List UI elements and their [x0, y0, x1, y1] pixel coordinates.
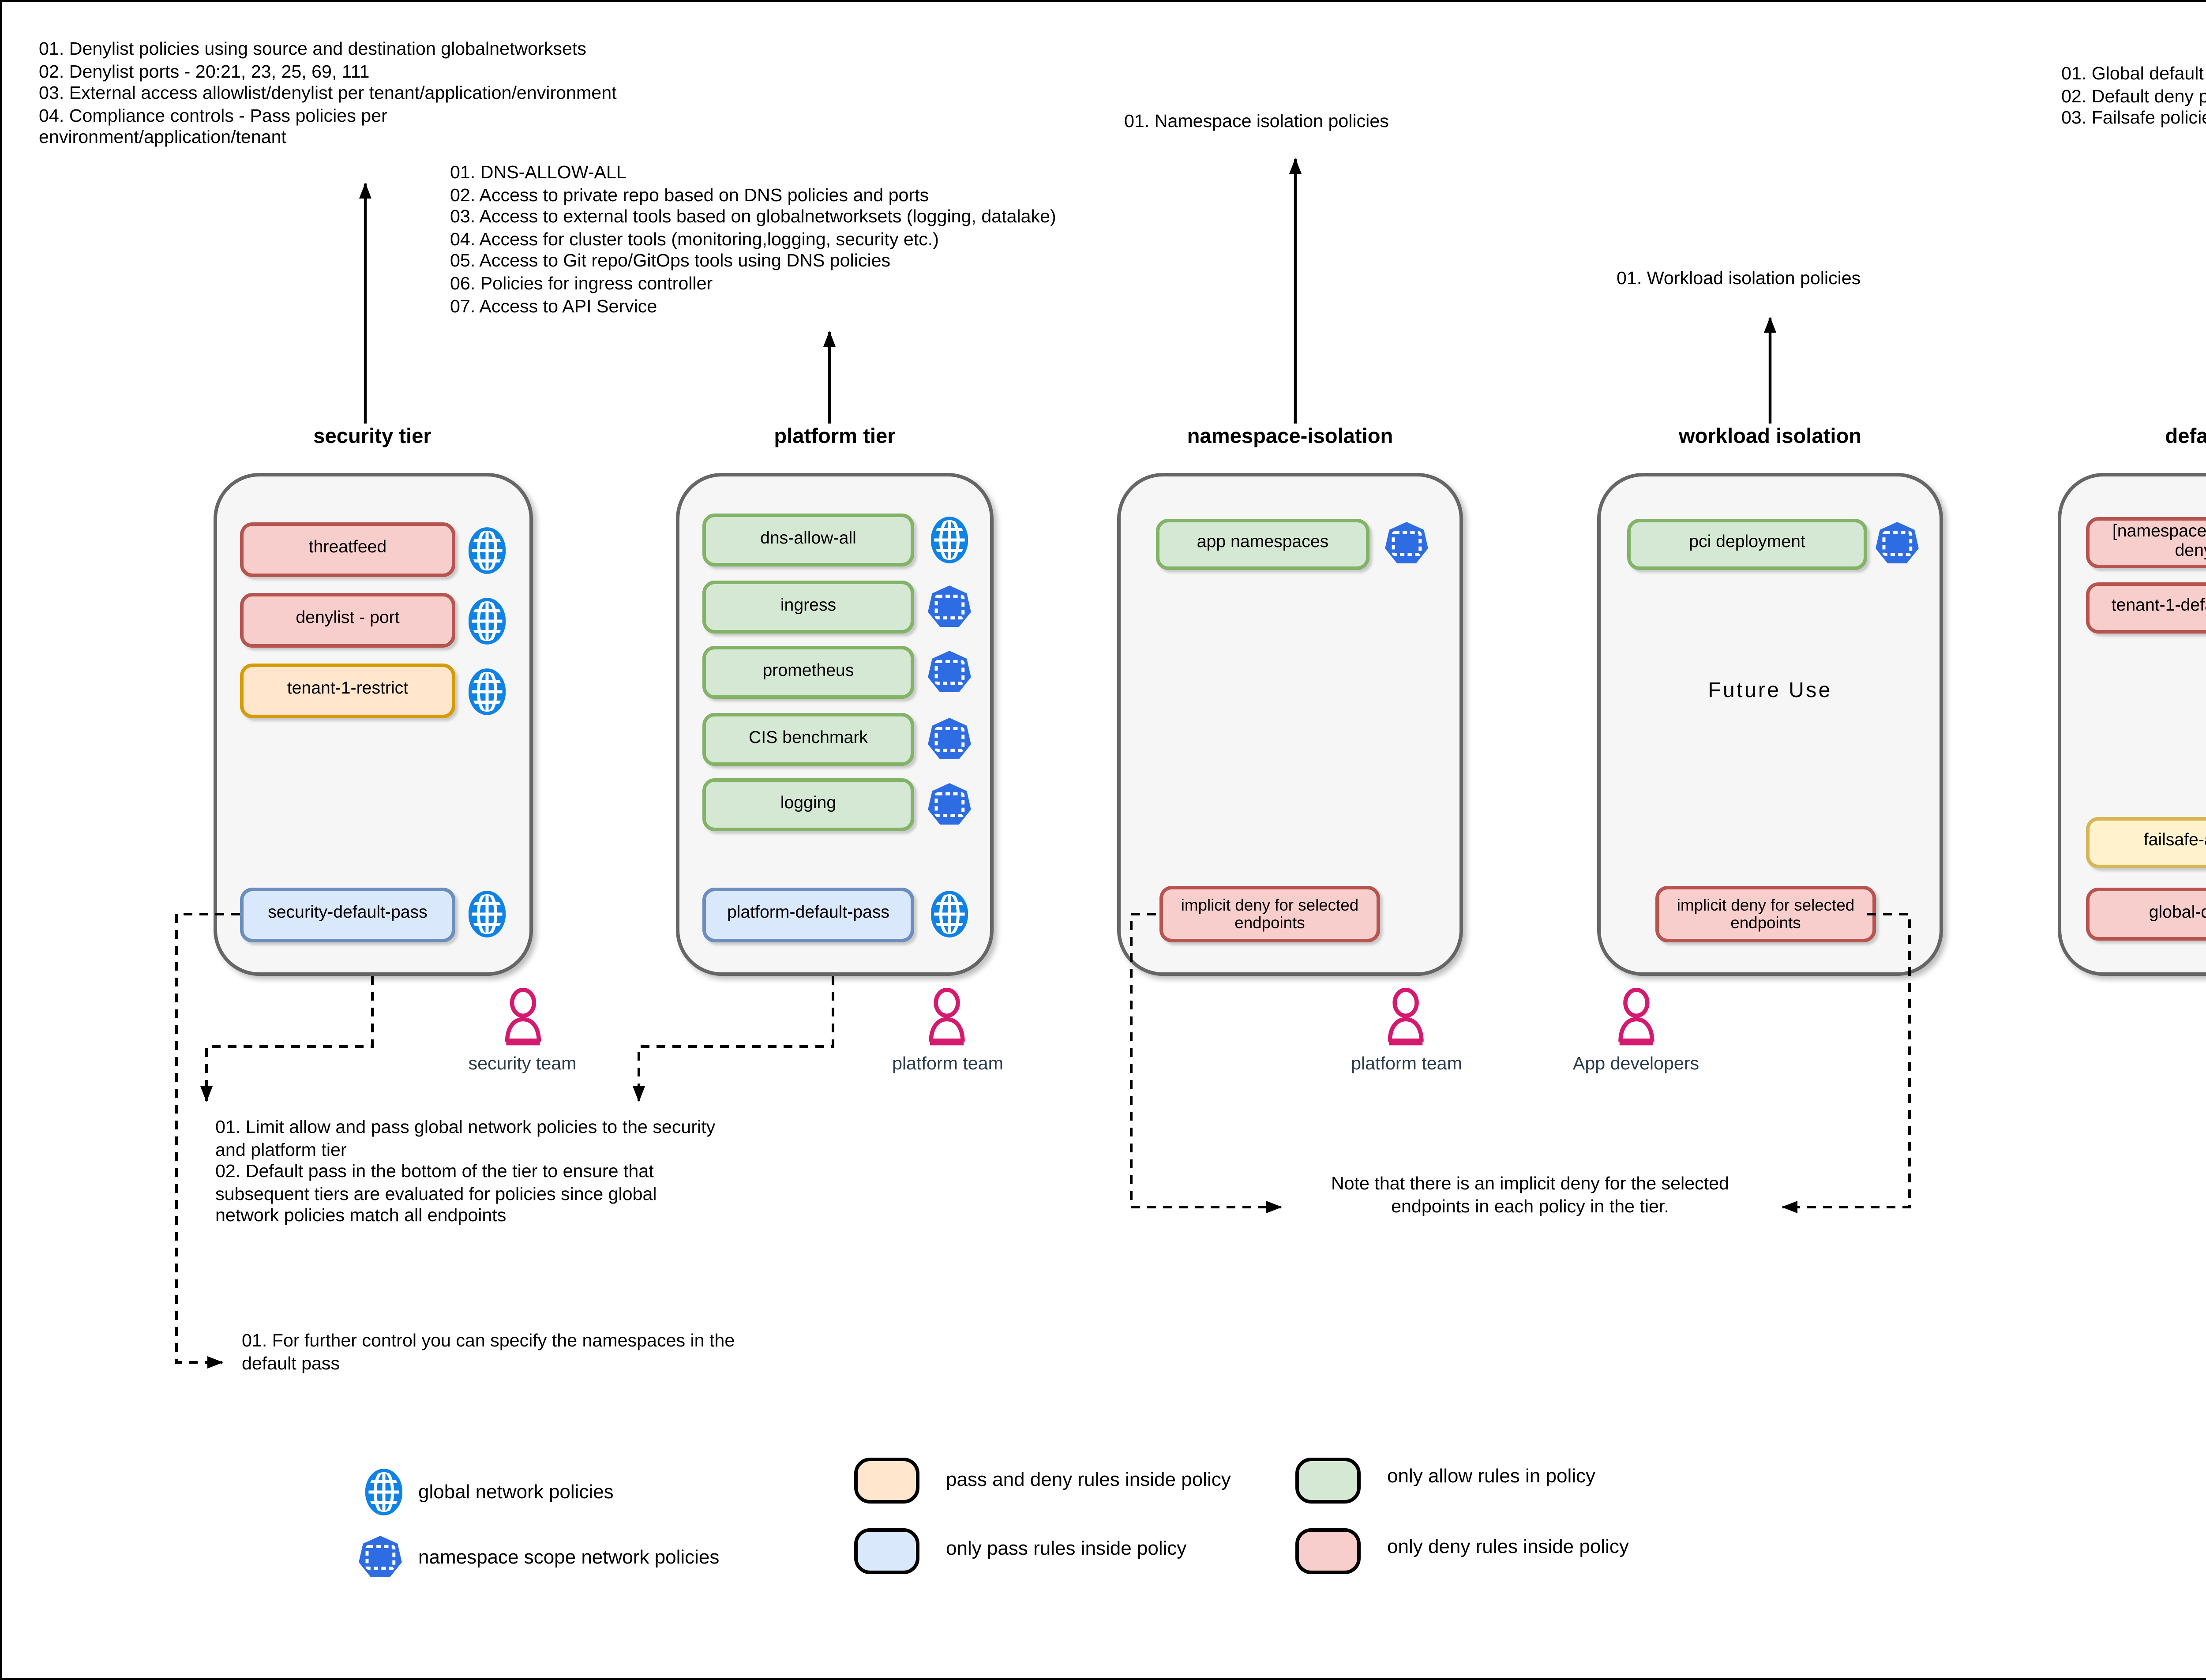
- legend-swatch-only-allow: [1295, 1458, 1361, 1504]
- tier-title-platform: platform tier: [774, 424, 896, 448]
- policy-threatfeed: threatfeed: [240, 522, 455, 577]
- team-label: platform team: [892, 1055, 1003, 1075]
- future-use-label: Future Use: [1708, 678, 1832, 702]
- security-tier-annotation: 01. Denylist policies using source and d…: [39, 41, 617, 149]
- person-icon: [1385, 988, 1428, 1046]
- team-label: App developers: [1572, 1055, 1700, 1075]
- namespace-policy-icon: [927, 650, 972, 694]
- team-app-developers: App developers: [1573, 988, 1699, 1075]
- default-tier-annotation: 01. Global default deny 02. Default deny…: [2061, 65, 2206, 129]
- person-icon: [927, 988, 969, 1046]
- team-label: platform team: [1351, 1055, 1462, 1075]
- legend-only-pass-label: only pass rules inside policy: [946, 1539, 1187, 1560]
- namespace-policy-icon: [1875, 521, 1919, 566]
- platform-tier-annotation: 01. DNS-ALLOW-ALL 02. Access to private …: [450, 164, 1056, 317]
- legend-global-policy-icon: [365, 1468, 402, 1516]
- policy-implicit-deny-workload: implicit deny for selected endpoints: [1655, 886, 1876, 942]
- team-label: security team: [468, 1055, 577, 1075]
- policy-app-namespaces: app namespaces: [1156, 519, 1369, 570]
- policy-namespace-default-deny: [namespace]-default-deny: [2086, 517, 2206, 568]
- team-security-1: security team: [468, 988, 577, 1075]
- tier-title-security: security tier: [313, 424, 431, 448]
- policy-prometheus: prometheus: [702, 646, 914, 699]
- legend-pass-deny-label: pass and deny rules inside policy: [946, 1470, 1231, 1491]
- namespace-policy-icon: [927, 783, 972, 827]
- tier-title-default: default tier: [2165, 424, 2206, 448]
- team-platform-1: platform team: [892, 988, 1003, 1075]
- note-further-control: 01. For further control you can specify …: [242, 1332, 735, 1374]
- policy-pci-deployment: pci deployment: [1627, 519, 1867, 570]
- person-icon: [1615, 988, 1657, 1046]
- legend-namespace-policy-label: namespace scope network policies: [418, 1548, 720, 1569]
- global-network-policy-icon: [469, 597, 506, 645]
- namespace-policy-icon: [927, 585, 972, 629]
- policy-dns-allow-all: dns-allow-all: [702, 514, 914, 566]
- policy-tenant-1-default-deny: tenant-1-default-deny: [2086, 582, 2206, 634]
- person-icon: [501, 988, 544, 1046]
- global-network-policy-icon: [931, 516, 968, 564]
- policy-security-default-pass: security-default-pass: [240, 888, 455, 942]
- team-platform-2: platform team: [1351, 988, 1462, 1075]
- note-implicit-deny: Note that there is an implicit deny for …: [1331, 1175, 1729, 1217]
- policy-platform-default-pass: platform-default-pass: [702, 888, 914, 942]
- tier-title-workload-isolation: workload isolation: [1678, 424, 1862, 448]
- global-network-policy-icon: [931, 890, 968, 938]
- policy-cis-benchmark: CIS benchmark: [702, 713, 914, 766]
- policy-ingress: ingress: [702, 581, 914, 634]
- legend-swatch-only-deny: [1295, 1528, 1361, 1574]
- namespace-policy-icon: [927, 717, 972, 761]
- legend-only-allow-label: only allow rules in policy: [1387, 1466, 1595, 1488]
- legend-swatch-pass-deny: [854, 1458, 919, 1504]
- note-limit-allow-pass: 01. Limit allow and pass global network …: [215, 1119, 716, 1227]
- namespace-policy-icon: [1384, 521, 1429, 566]
- global-network-policy-icon: [469, 527, 506, 574]
- legend-swatch-only-pass: [854, 1528, 919, 1574]
- workload-tier-annotation: 01. Workload isolation policies: [1617, 270, 1861, 289]
- policy-implicit-deny-namespace: implicit deny for selected endpoints: [1159, 886, 1380, 942]
- legend-namespace-policy-icon: [358, 1535, 402, 1579]
- policy-failsafe-allow: failsafe-allow: [2086, 817, 2206, 868]
- global-network-policy-icon: [469, 668, 506, 716]
- policy-denylist-port: denylist - port: [240, 593, 455, 648]
- namespace-tier-annotation: 01. Namespace isolation policies: [1124, 113, 1389, 132]
- legend-global-policy-label: global network policies: [418, 1482, 614, 1504]
- legend-only-deny-label: only deny rules inside policy: [1387, 1537, 1629, 1558]
- policy-global-deny: global-deny: [2086, 888, 2206, 941]
- policy-tenant-1-restrict: tenant-1-restrict: [240, 664, 455, 718]
- policy-logging: logging: [702, 778, 914, 831]
- global-network-policy-icon: [469, 890, 506, 938]
- tier-title-namespace-isolation: namespace-isolation: [1187, 424, 1393, 448]
